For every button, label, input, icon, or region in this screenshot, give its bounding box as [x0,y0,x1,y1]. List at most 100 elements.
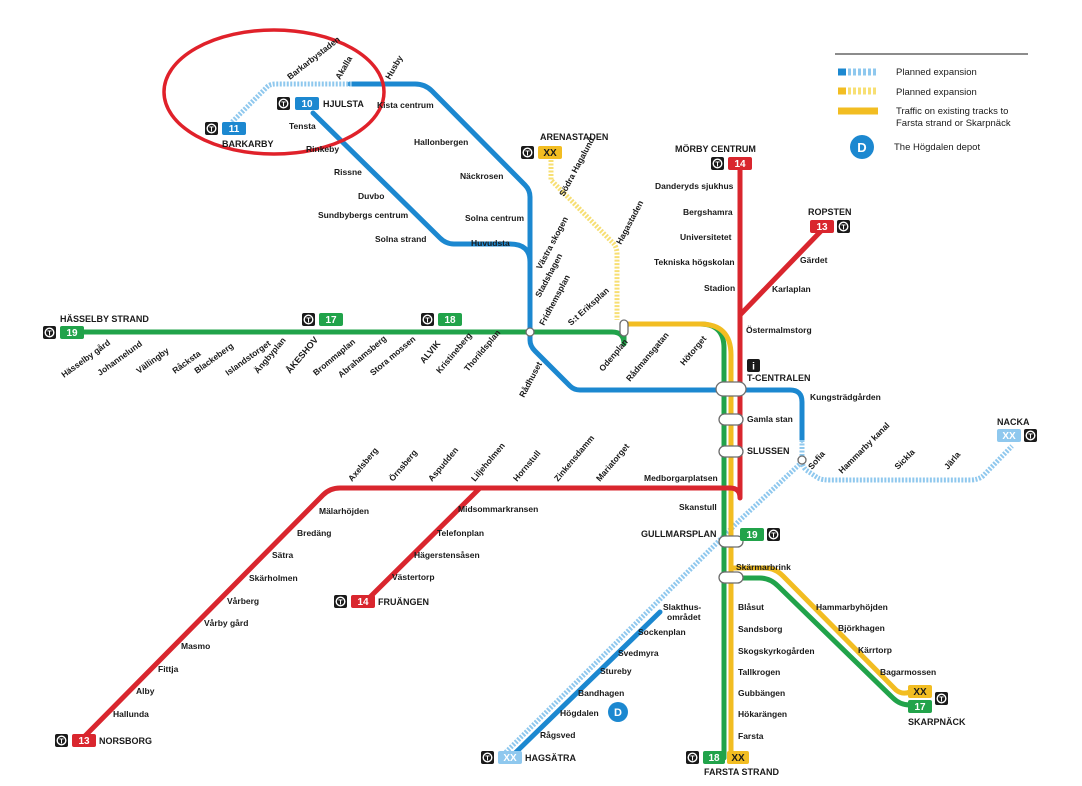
blue-line-hjulsta [310,110,533,265]
badge-line-19-gullmarsplan-text: 19 [746,530,758,541]
depot-icon [850,135,874,159]
badge-line-10 [295,97,319,110]
station-label: Solna centrum [465,213,524,223]
transfer-skarmarbrink [718,571,744,584]
station-label: Skanstull [679,502,717,512]
badge-line-19-gullmarsplan [740,528,764,541]
station-label: Telefonplan [437,528,484,538]
station-label: Zinkensdamm [552,433,597,484]
station-label: Vårby gård [204,618,248,628]
planned-blue-barkarby [230,81,352,124]
terminal-farsta-strand: FARSTA STRAND [704,767,779,777]
badge-line-18-alvik [438,313,462,326]
station-label: Hägerstensåsen [414,550,480,560]
station-label: Sandsborg [738,624,782,634]
station-label: Kärrtorp [858,645,892,655]
terminal-skarpnack: SKARPNÄCK [908,717,966,727]
station-label: Hammarby kanal [836,420,891,475]
station-label: Solna strand [375,234,426,244]
badge-line-13-norsborg [72,734,96,747]
station-label: Stadion [704,283,735,293]
metro-logo-icon: T [277,97,290,110]
station-label: Karlaplan [772,284,811,294]
station-label: Sundbybergs centrum [318,210,409,220]
metro-logo-icon: T [481,751,494,764]
badge-line-xx-farsta-text: XX [731,753,745,764]
station-label: Tekniska högskolan [654,257,735,267]
terminal-ropsten: ROPSTEN [808,207,852,217]
station-label: Rådmansgatan [624,330,671,383]
transfer-fridhemsplan [525,327,535,337]
station-label: Näckrosen [460,171,503,181]
badge-line-13-norsborg-text: 13 [78,736,90,747]
station-label: Gubbängen [738,688,785,698]
yellow-line-main [623,321,734,763]
station-label: Skärmarbrink [736,562,791,572]
station-label: Duvbo [358,191,384,201]
svg-text:T: T [306,317,311,324]
planned-blue-nacka [799,440,1014,483]
station-label: Hammarbyhöjden [816,602,888,612]
station-label: Västertorp [392,572,435,582]
legend-label: Planned expansion [896,87,977,98]
badge-line-18-farsta [703,751,725,764]
badge-line-13-ropsten [810,220,834,233]
badge-line-14-morby [728,157,752,170]
station-label: Rågsved [540,730,575,740]
station-label: Hagastaden [614,199,645,246]
metro-logo-icon: T [521,146,534,159]
info-icon: i [747,359,760,373]
green-line-skarpnack [721,575,913,708]
legend: Planned expansion Planned expansion Traf… [835,53,1028,159]
station-label: Skärholmen [249,573,298,583]
terminal-barkarby: BARKARBY [222,139,274,149]
station-label: Bredäng [297,528,331,538]
station-label: Mariatorget [594,441,632,483]
svg-text:T: T [771,532,776,539]
badge-line-xx-hagsatra [498,751,522,764]
badge-line-18-farsta-text: 18 [708,753,720,764]
svg-text:T: T [715,161,720,168]
metro-logo-icon: T [205,122,218,135]
terminal-hasselby-strand: HÄSSELBY STRAND [60,314,149,324]
station-label: Fittja [158,664,179,674]
terminal-hagsatra: HAGSÄTRA [525,753,576,763]
badge-line-11 [222,122,246,135]
badge-line-xx-nacka [997,429,1021,442]
station-label: Medborgarplatsen [644,473,718,483]
legend-label: Traffic on existing tracks to [896,106,1008,117]
planned-yellow-arenastaden [548,160,620,320]
station-label: Akalla [333,54,354,81]
badge-line-10-text: 10 [301,99,313,110]
red-line-ropsten [737,227,825,318]
station-label: Masmo [181,641,210,651]
highlight-annotation-circle [162,28,386,156]
station-label: S:t Eriksplan [566,285,611,327]
metro-logo-icon: T [421,313,434,326]
red-line-morby [80,167,743,741]
station-label: området [667,612,701,622]
station-label: Gamla stan [747,414,793,424]
red-line-fruangen [362,485,483,605]
svg-text:T: T [1028,433,1033,440]
svg-text:T: T [209,126,214,133]
metro-logo-icon: T [711,157,724,170]
badge-line-xx-arenastaden [538,146,562,159]
station-label: Farsta [738,731,764,741]
station-label: Hallonbergen [414,137,468,147]
station-label: Hornstull [511,448,543,483]
terminal-t-centralen: T-CENTRALEN [747,373,811,383]
station-label: Abrahamsberg [336,333,388,379]
station-label: Aspudden [426,445,460,483]
station-label: Alby [136,686,155,696]
badge-line-18-alvik-text: 18 [444,315,456,326]
metro-logo-icon: T [1024,429,1037,442]
transfer-slussen [718,445,744,458]
station-label: Bergshamra [683,207,733,217]
transfer-sofia [797,455,807,465]
station-label: Sofia [806,449,827,472]
station-label: Kista centrum [377,100,434,110]
blue-line-hagsatra [507,609,663,761]
station-label: Rinkeby [306,144,339,154]
